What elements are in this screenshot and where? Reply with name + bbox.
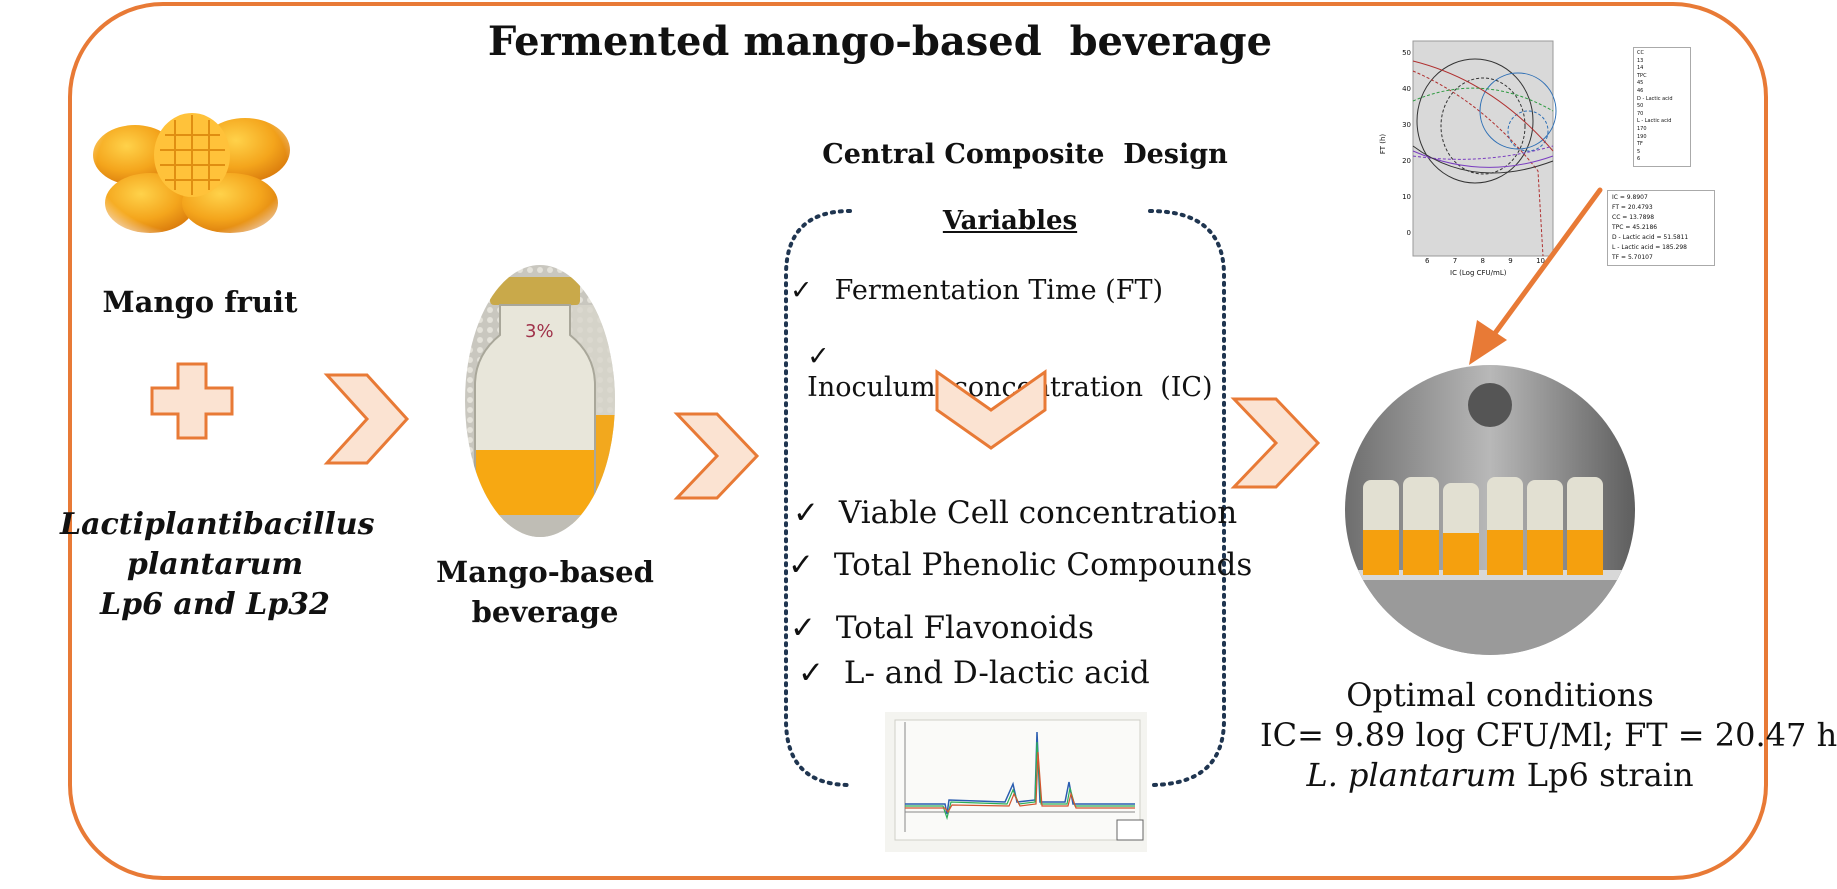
checkmark-icon: ✓ — [793, 495, 819, 531]
contour-x-label: IC (Log CFU/mL) — [1450, 269, 1507, 277]
checkmark-icon: ✓ — [790, 275, 813, 306]
y-tick: 20 — [1402, 157, 1411, 165]
contour-plot-area — [1412, 40, 1557, 257]
optimal-line-1: Optimal conditions — [1346, 676, 1654, 714]
legend-item: D - Lactic acid — [1637, 95, 1673, 102]
checkmark-icon: ✓ — [790, 610, 816, 646]
response-label: Total Flavonoids — [835, 610, 1094, 646]
mango-fruit-image — [77, 83, 307, 247]
contour-y-ticks: 50 40 30 20 10 0 — [1393, 35, 1411, 251]
page-title: Fermented mango-based beverage — [487, 18, 1273, 65]
response-item-phenolic: ✓ Total Phenolic Compounds — [788, 547, 1252, 583]
chevron-right-icon-3 — [1230, 397, 1321, 489]
legend-item: 70 — [1637, 110, 1644, 117]
chevron-right-icon-2 — [673, 412, 760, 500]
y-tick: 40 — [1402, 85, 1411, 93]
y-tick: 50 — [1402, 49, 1411, 57]
legend-item: TPC — [1637, 72, 1647, 79]
tooltip-line: TF = 5.70107 — [1612, 254, 1653, 261]
svg-text:3%: 3% — [525, 321, 554, 342]
mango-fruit-label: Mango fruit — [102, 285, 298, 319]
legend-item: 14 — [1637, 65, 1644, 72]
chevron-down-icon — [935, 369, 1047, 450]
x-tick: 7 — [1452, 257, 1458, 265]
response-item-viable-cell: ✓ Viable Cell concentration — [793, 495, 1237, 531]
tooltip-line: D - Lactic acid = 51.5811 — [1612, 234, 1689, 241]
overlaid-contour-plot: 50 40 30 20 10 0 FT (h) 6 7 8 9 10 IC (L… — [1375, 35, 1725, 280]
arrow-down-left-icon — [1469, 187, 1603, 365]
legend-item: TF — [1637, 141, 1643, 148]
legend-item: 170 — [1637, 125, 1647, 132]
strain-line-2: plantarum — [126, 547, 304, 582]
x-tick: 10 — [1536, 257, 1545, 265]
legend-item: 6 — [1637, 156, 1641, 163]
tooltip-line: L - Lactic acid = 185.298 — [1612, 244, 1687, 251]
legend-item: 5 — [1637, 148, 1641, 155]
response-label: Total Phenolic Compounds — [833, 547, 1253, 583]
variable-ic-label: Inoculum concentration (IC) — [807, 372, 1213, 403]
outer-frame — [68, 2, 1768, 880]
tooltip-line: IC = 9.8907 — [1612, 194, 1648, 201]
legend-item: L - Lactic acid — [1637, 118, 1672, 125]
optimal-conditions-block: Optimal conditions IC= 9.89 log CFU/Ml; … — [1260, 675, 1837, 795]
ccd-dotted-frame — [784, 209, 1226, 787]
contour-tooltip: IC = 9.8907 FT = 20.4793 CC = 13.7898 TP… — [1607, 190, 1715, 266]
variable-item-ft: ✓ Fermentation Time (FT) — [790, 275, 1163, 306]
optimal-line-2: IC= 9.89 log CFU/Ml; FT = 20.47 h — [1260, 716, 1837, 754]
response-label: L- and D-lactic acid — [843, 655, 1150, 691]
legend-item: 50 — [1637, 103, 1644, 110]
x-tick: 9 — [1508, 257, 1513, 265]
mango-beverage-bottle-image: 3% — [465, 265, 615, 537]
legend-item: 13 — [1637, 57, 1644, 64]
variable-item-ic: ✓ Inoculum concentration (IC) — [790, 310, 1213, 403]
y-tick: 30 — [1402, 121, 1411, 129]
legend-item: CC — [1637, 50, 1644, 56]
checkmark-icon: ✓ — [807, 341, 830, 372]
y-tick: 0 — [1406, 229, 1411, 237]
chevron-right-icon — [323, 373, 410, 465]
response-item-lactic-acid: ✓ L- and D-lactic acid — [798, 655, 1150, 691]
contour-legend: CC 13 14 TPC 45 46 D - Lactic acid 50 70… — [1633, 47, 1691, 167]
beverage-label-line-2: beverage — [471, 595, 619, 629]
optimal-line-3: L. plantarum Lp6 strain — [1260, 755, 1740, 795]
beverage-label: Mango-based beverage — [420, 552, 670, 632]
x-tick: 8 — [1480, 257, 1485, 265]
legend-item: 190 — [1637, 133, 1647, 140]
optimal-species: L. plantarum — [1306, 756, 1517, 794]
plus-icon — [150, 362, 234, 440]
strain-label: Lactiplantibacillus plantarum Lp6 and Lp… — [60, 505, 375, 625]
tooltip-line: FT = 20.4793 — [1612, 204, 1653, 211]
legend-item: 46 — [1637, 87, 1644, 94]
x-tick: 6 — [1425, 257, 1430, 265]
contour-x-ticks: 6 7 8 9 10 — [1425, 257, 1545, 265]
response-label: Viable Cell concentration — [838, 495, 1238, 531]
beverage-label-line-1: Mango-based — [436, 555, 654, 589]
optimal-strain: Lp6 strain — [1516, 756, 1694, 794]
ccd-title: Central Composite Design — [822, 139, 1228, 170]
incubator-bottles-image — [1345, 365, 1635, 655]
checkmark-icon: ✓ — [798, 655, 824, 691]
contour-y-label: FT (h) — [1379, 133, 1388, 155]
chromatogram-image — [885, 712, 1147, 852]
response-item-flavonoids: ✓ Total Flavonoids — [790, 610, 1094, 646]
strain-line-3: Lp6 and Lp32 — [100, 587, 330, 622]
variables-heading: Variables — [942, 206, 1078, 236]
tooltip-line: CC = 13.7898 — [1612, 214, 1655, 221]
variable-ft-label: Fermentation Time (FT) — [834, 275, 1163, 306]
strain-line-1: Lactiplantibacillus — [60, 507, 375, 542]
y-tick: 10 — [1402, 193, 1411, 201]
checkmark-icon: ✓ — [788, 547, 814, 583]
legend-item: 45 — [1637, 80, 1644, 87]
tooltip-line: TPC = 45.2186 — [1612, 224, 1658, 231]
